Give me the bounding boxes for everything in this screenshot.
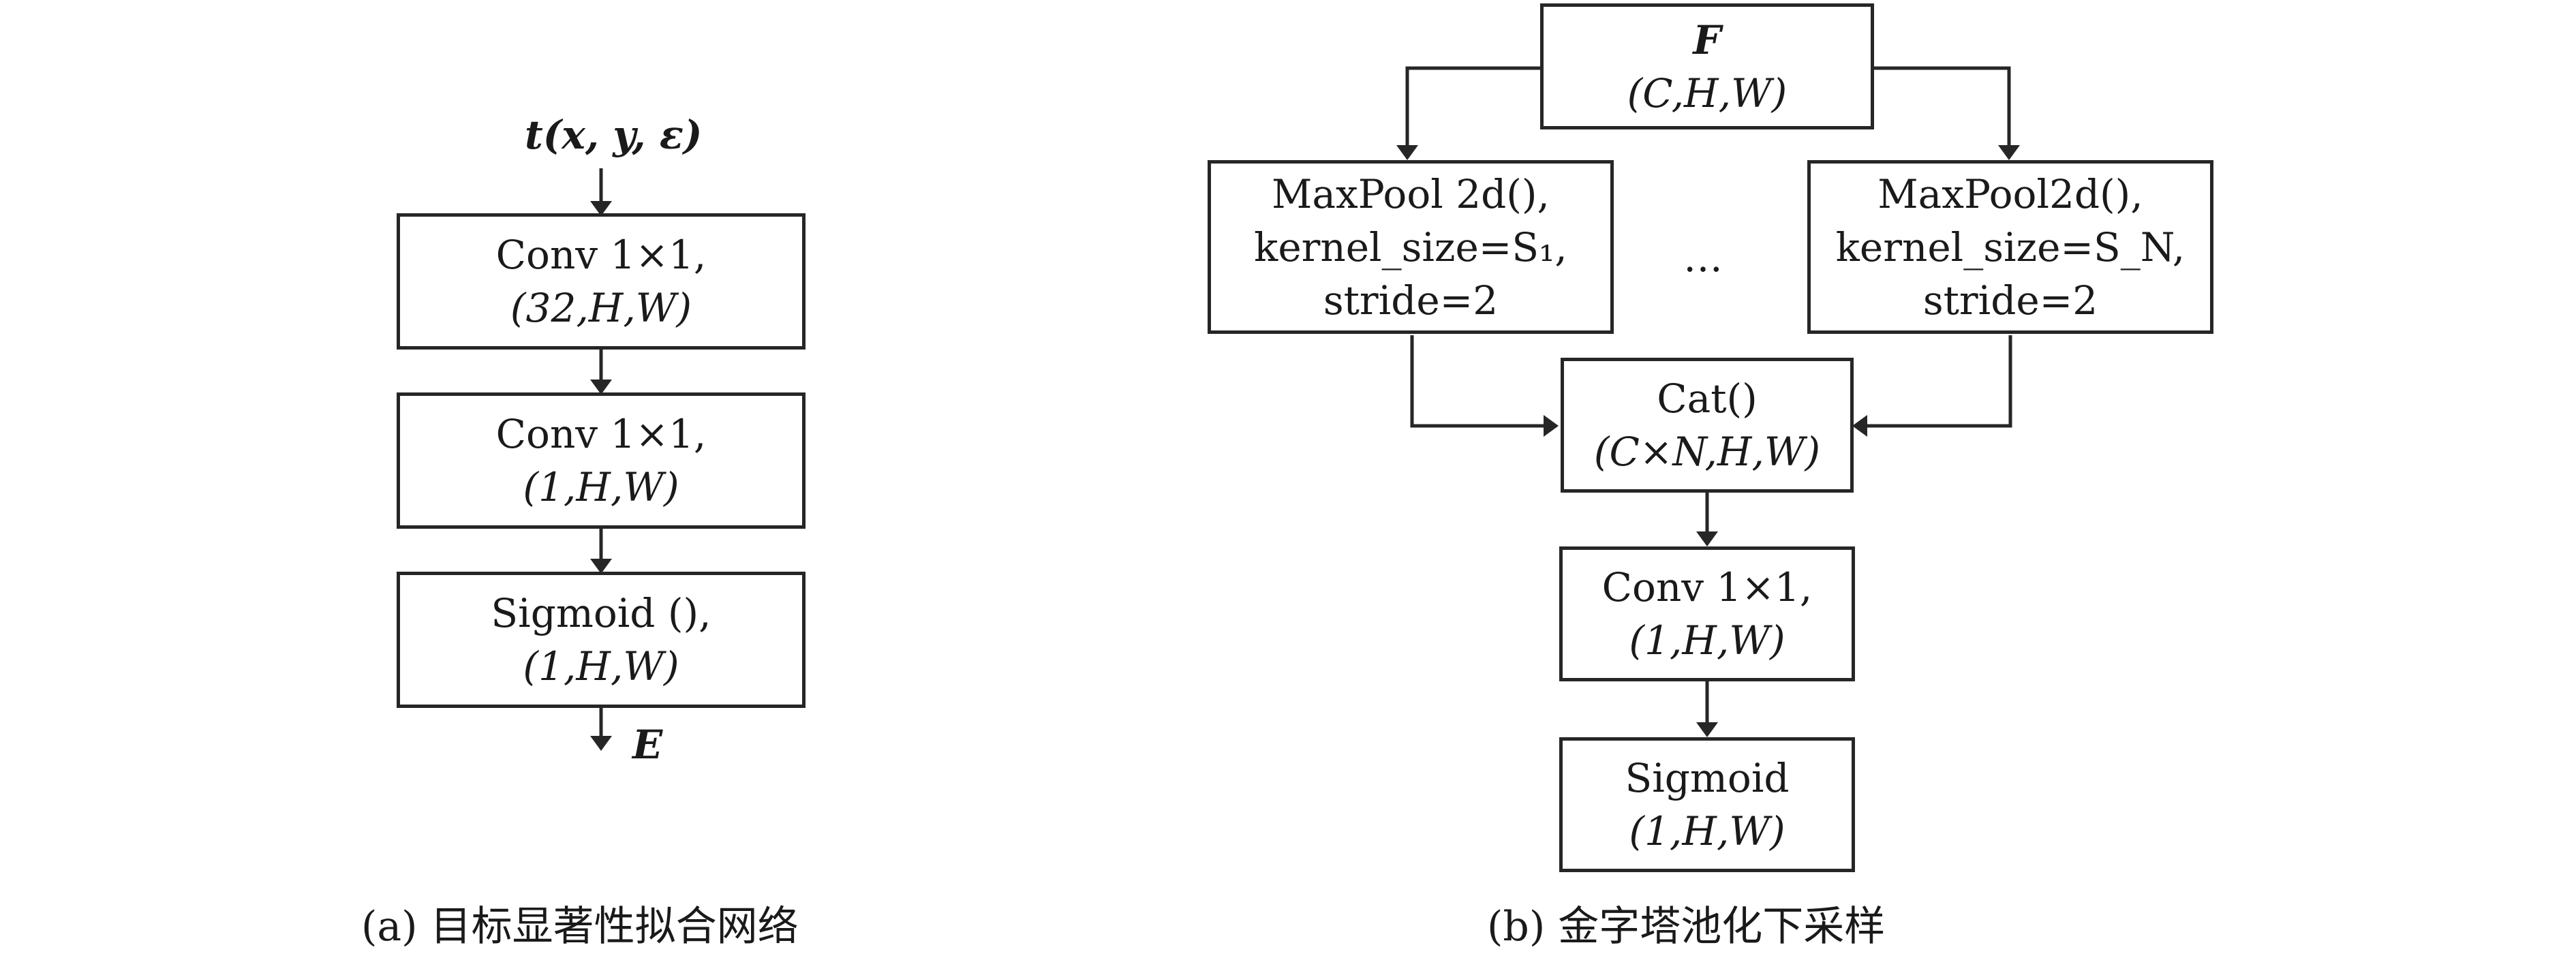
sigmoid-a-line1: Sigmoid (),	[491, 590, 711, 636]
conv-b-line2: (1,H,W)	[1629, 617, 1785, 664]
sigmoid-a-line2: (1,H,W)	[523, 643, 679, 690]
output-label: E	[632, 722, 663, 768]
conv1-line2: (32,H,W)	[510, 285, 692, 331]
arrowhead-b3	[1544, 415, 1559, 437]
arrowhead-a3	[590, 559, 612, 574]
arrow-pool-left-to-cat	[1410, 335, 1554, 428]
arrowhead-b6	[1696, 722, 1718, 737]
pool-right-line1: MaxPool2d(),	[1877, 170, 2143, 217]
f-line2: (C,H,W)	[1627, 69, 1788, 117]
pool-left-line1: MaxPool 2d(),	[1272, 170, 1550, 217]
f-line1: F	[1693, 16, 1721, 63]
conv-block-b: Conv 1×1, (1,H,W)	[1559, 546, 1855, 681]
sigmoid-b-line1: Sigmoid	[1625, 755, 1790, 801]
input-label: t(x, y, ε)	[525, 112, 703, 158]
arrowhead-a1	[590, 201, 612, 216]
arrow-f-to-pool-right	[1873, 66, 2011, 155]
conv-b-line1: Conv 1×1,	[1601, 564, 1813, 611]
arrowhead-b1	[1396, 145, 1418, 160]
arrowhead-b2	[1998, 145, 2020, 160]
arrowhead-b4	[1852, 415, 1867, 437]
cat-line1: Cat()	[1657, 375, 1758, 422]
cat-line2: (C×N,H,W)	[1593, 429, 1821, 475]
arrow-pool-right-to-cat	[1857, 335, 2012, 428]
conv1-line1: Conv 1×1,	[495, 232, 707, 278]
pool-left-line2: kernel_size=S₁,	[1254, 223, 1567, 271]
arrowhead-a4	[590, 736, 612, 751]
conv1-block: Conv 1×1, (32,H,W)	[397, 213, 806, 350]
pool-left-line3: stride=2	[1323, 277, 1499, 324]
caption-b: (b) 金字塔池化下采样	[1487, 903, 1886, 951]
arrowhead-a2	[590, 380, 612, 395]
sigmoid-b-line2: (1,H,W)	[1629, 808, 1785, 854]
conv2-line2: (1,H,W)	[523, 464, 679, 510]
conv2-line1: Conv 1×1,	[495, 411, 707, 457]
cat-block: Cat() (C×N,H,W)	[1561, 358, 1854, 493]
caption-a: (a) 目标显著性拟合网络	[361, 903, 799, 951]
sigmoid-block-a: Sigmoid (), (1,H,W)	[397, 572, 806, 708]
arrow-f-to-pool-left	[1405, 66, 1542, 155]
conv2-block: Conv 1×1, (1,H,W)	[397, 392, 806, 529]
pool-right-line3: stride=2	[1922, 277, 2098, 324]
arrowhead-b5	[1696, 531, 1718, 546]
f-input-block: F (C,H,W)	[1540, 3, 1874, 129]
maxpool-left-block: MaxPool 2d(), kernel_size=S₁, stride=2	[1208, 160, 1614, 334]
pool-right-line2: kernel_size=S_N,	[1835, 223, 2186, 271]
maxpool-right-block: MaxPool2d(), kernel_size=S_N, stride=2	[1807, 160, 2213, 334]
sigmoid-block-b: Sigmoid (1,H,W)	[1559, 737, 1855, 872]
ellipsis: …	[1683, 234, 1723, 281]
